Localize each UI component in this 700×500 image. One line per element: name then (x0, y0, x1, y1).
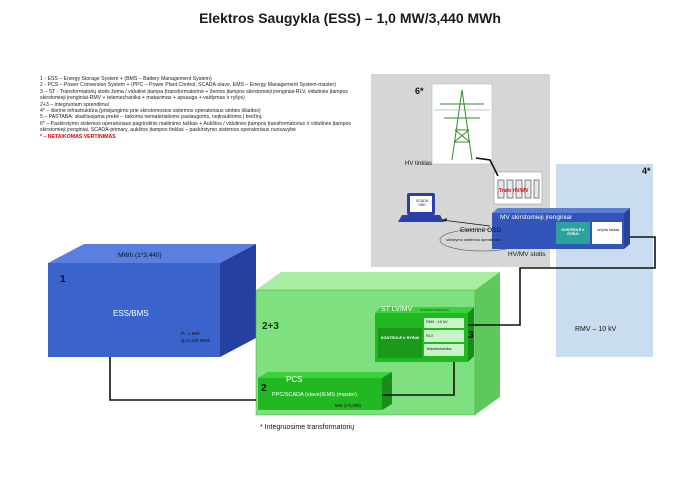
external-zone (556, 164, 653, 357)
legend-line: 6* – Paskirstymo sistemos operatoriaus p… (40, 120, 351, 134)
osd-label: Elektrinė OSD (460, 227, 502, 234)
st-control: KONTROLĖ ir RYŠIAI (380, 336, 420, 340)
legend-line: 2 - PCS – Power Conversion System + (PPC… (40, 82, 336, 89)
legend-line: 5 – PASTABA: skaičiuojama prekė – taikom… (40, 114, 263, 121)
pcs-name: PCS (286, 375, 303, 384)
zone-4-label: 4* (642, 166, 651, 176)
footnote: * Integruosime transformatorių (260, 424, 355, 431)
scada-laptop-icon (398, 193, 444, 222)
hv-mv-station-label: HV/MV stotis (508, 251, 546, 258)
legend-line: 2+3 – integruotam sprendimui (40, 101, 109, 108)
legend-line: 4* – išorinė infrastruktūra (prisijungim… (40, 108, 261, 115)
pcs-sub-label: PPC/SCADA (slave)/EMS (master) (272, 392, 357, 398)
st-suffix: transformatorius (420, 307, 449, 312)
group-2-3-label: 2+3 (262, 321, 279, 332)
legend-line: 3 – ST - Transformatorių stotis žema / v… (40, 88, 348, 102)
st-rlv: RLV (426, 334, 434, 338)
zone-6-label: 6* (415, 86, 424, 96)
ess-box (48, 244, 256, 357)
st-telemetry: Telemechanika (426, 347, 452, 351)
mv-switchgear-label: MV skirstomieji įrenginiai (500, 214, 572, 221)
ess-capacity-label: MWh (1*3,440) (118, 252, 162, 259)
pcs-number: 2 (261, 383, 267, 394)
legend-line: 1 - ESS – Energy Storage System + (BMS –… (40, 76, 212, 82)
st-name: ST LV/MV (381, 306, 413, 313)
hv-tower-frame (431, 83, 493, 165)
legend-note: * – NETAIKOMAS VERTINIMAS (40, 133, 116, 140)
scada-link (441, 219, 491, 227)
pcs-mw: MW (1*0,836) (335, 403, 361, 408)
rmv-10kv-label: RMV – 10 kV (575, 326, 617, 333)
ess-power: P= 1 MW (181, 331, 200, 336)
osd-sub-label: skirstymo sistemos operatorius (446, 237, 501, 242)
diagram-title: Elektros Saugykla (ESS) – 1,0 MW/3,440 M… (199, 10, 501, 26)
st-box (375, 307, 474, 362)
power-lines (109, 157, 656, 401)
ess-number: 1 (60, 274, 66, 285)
mv-switchgear (492, 208, 630, 249)
ess-energy: Q=3,440 MWh (181, 338, 211, 343)
st-rmv: RMV - 10 kV (426, 320, 448, 324)
scada-osd-label: SCADA OSD (415, 199, 429, 207)
hv-network-label: HV tinklas (405, 161, 433, 167)
st-number: 3 (468, 330, 474, 341)
pcs-box (258, 372, 392, 410)
hv-tower-icon (434, 89, 490, 161)
dso-protection-label: Linijinis taškas (596, 228, 620, 232)
transformer-label: Trafo HV/MV (499, 188, 529, 194)
ess-name: ESS/BMS (113, 309, 149, 318)
legend: 1 - ESS – Energy Storage System + (BMS –… (40, 76, 370, 140)
dso-control-label: KONTROLĖ ir RYŠIAI (561, 228, 585, 236)
